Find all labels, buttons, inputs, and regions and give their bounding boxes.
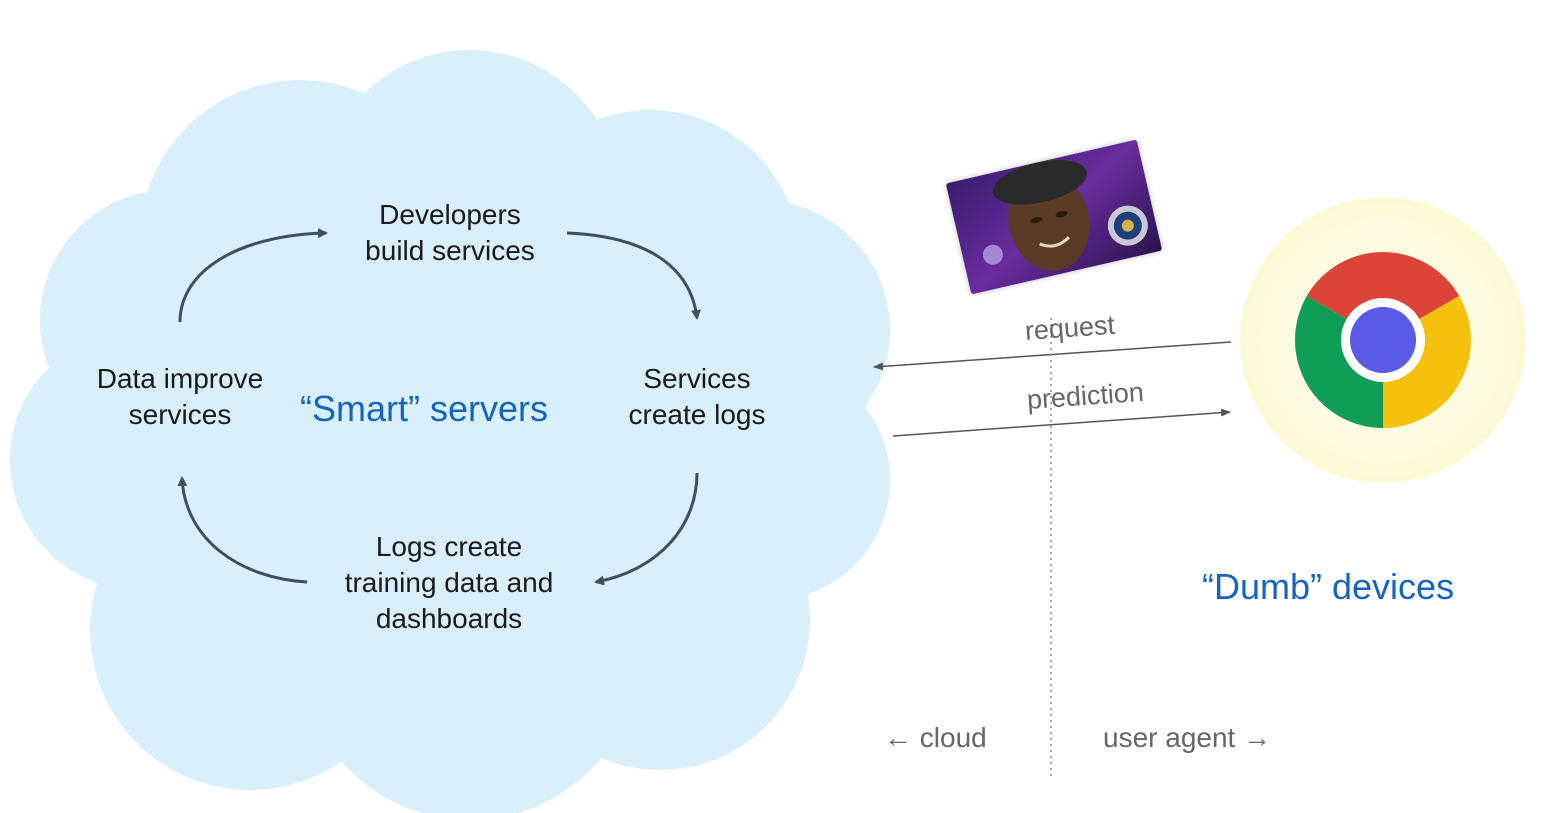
chrome-browser-icon <box>1295 252 1471 428</box>
cloud-side-label: ← cloud <box>884 722 987 753</box>
cycle-step-logs: Logs create training data and dashboards <box>344 531 554 634</box>
prediction-arrow <box>892 408 1231 437</box>
surveillance-photo-icon <box>945 139 1163 295</box>
cycle-step-data: Data improve services <box>96 363 264 430</box>
dumb-devices-label: “Dumb” devices <box>1202 566 1455 607</box>
smart-servers-label: “Smart” servers <box>300 388 549 429</box>
agent-side-label: user agent → <box>1103 722 1272 753</box>
request-arrow <box>873 341 1232 371</box>
cycle-arrow-right-to-bottom <box>594 472 699 586</box>
cycle-arrow-bottom-to-left <box>177 476 308 584</box>
cycle-arrow-top-to-right <box>566 231 701 320</box>
cycle-step-services: Services create logs <box>628 363 766 430</box>
cycle-step-developers: Developers build services <box>365 199 535 266</box>
request-label: request <box>1023 309 1116 346</box>
server-cloud <box>10 50 890 813</box>
cycle-arrow-left-to-top <box>178 228 328 323</box>
